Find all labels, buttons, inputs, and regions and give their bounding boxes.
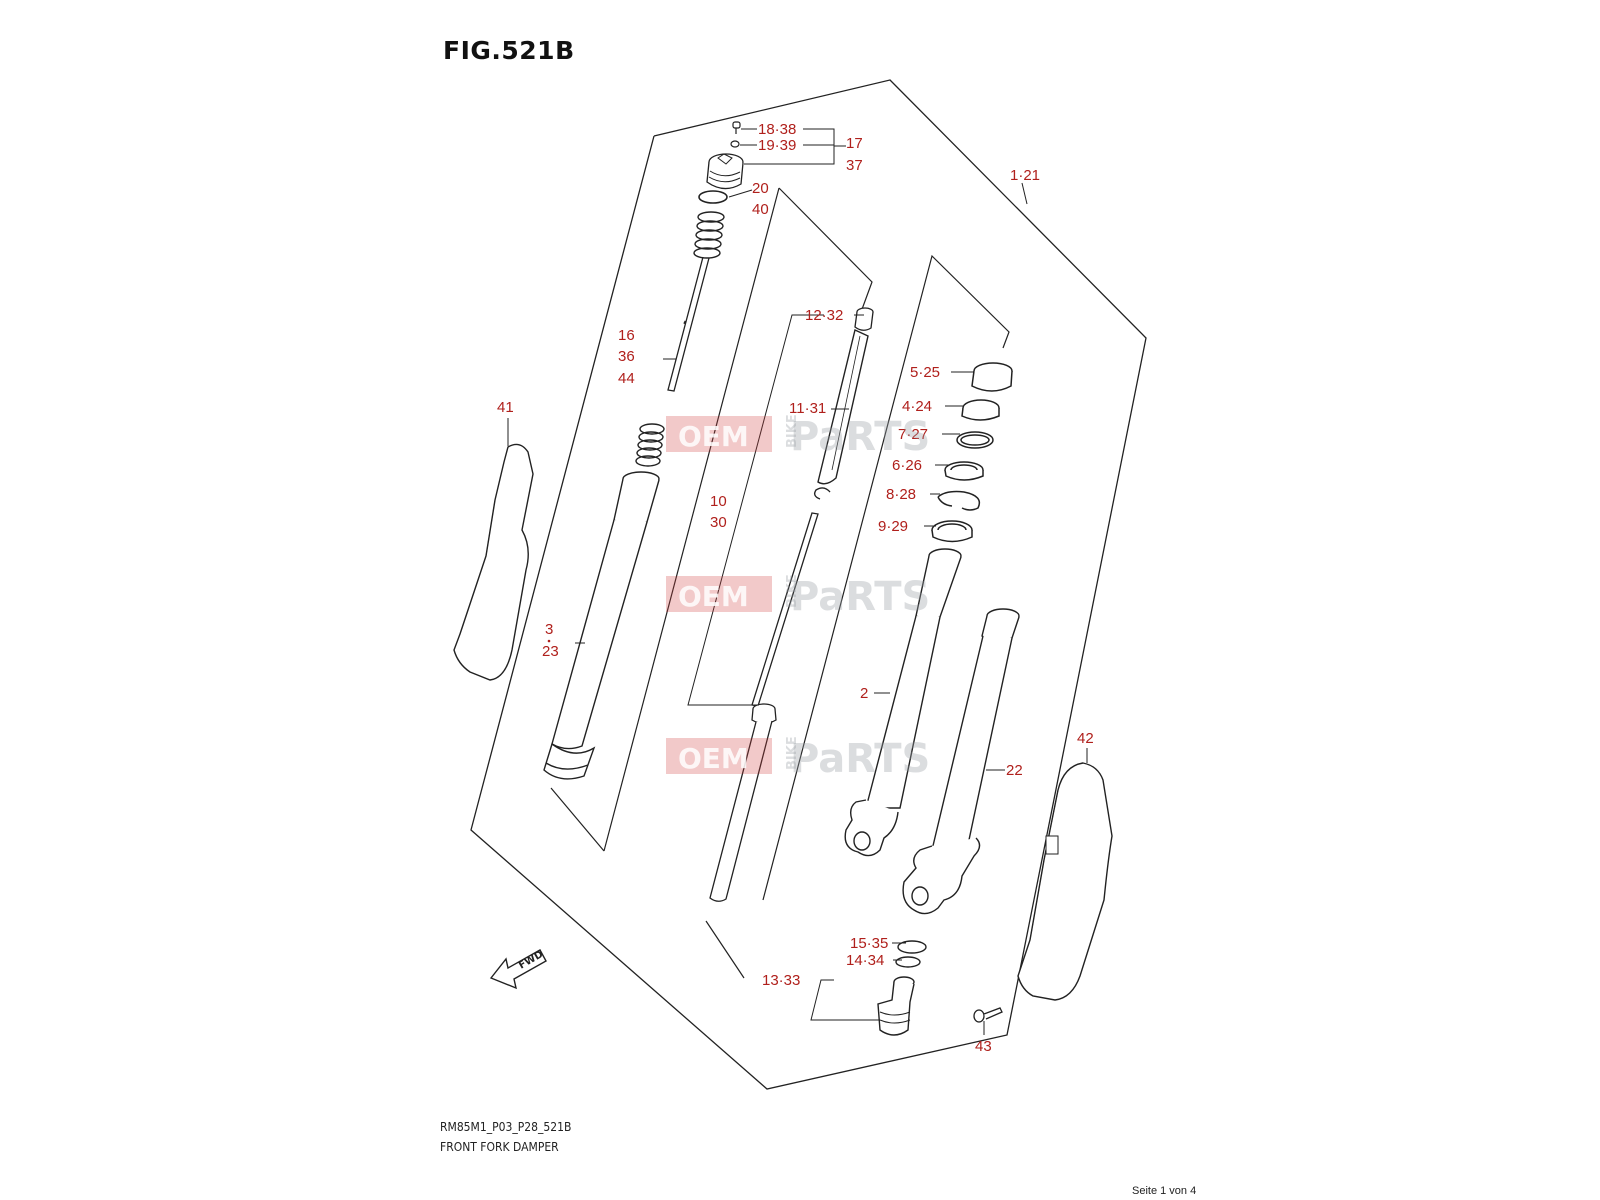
watermark-oem: OEM: [678, 742, 749, 775]
watermark-bike: BIKE: [785, 414, 800, 448]
watermark-bike: BIKE: [785, 574, 800, 608]
piston-rod-part: [709, 512, 819, 902]
callout-13-33: 13·33: [762, 972, 800, 989]
callout-30: 30: [710, 514, 727, 531]
outer-assembly-outline: [470, 79, 1147, 1090]
leader-lines: [507, 128, 1088, 1035]
guard-bolt-part: [973, 1007, 1003, 1023]
watermark-parts: PaRTS: [790, 574, 930, 620]
callout-14-34: 14·34: [846, 952, 884, 969]
damper-rod-part: [667, 256, 710, 392]
callout-11-31: 11·31: [789, 400, 826, 417]
outer-tube-outline: [762, 254, 1010, 901]
callout-5-25: 5·25: [910, 364, 940, 381]
bushing-part: [854, 307, 874, 331]
callout-7-27: 7·27: [898, 426, 928, 443]
figure-title: FIG.521B: [443, 36, 575, 65]
fork-guard-right-part: [1017, 762, 1113, 1001]
callout-15-35: 15·35: [850, 935, 888, 952]
callout-12-32: 12·32: [805, 307, 843, 324]
outer-tube-alt-part: [902, 608, 1020, 915]
callout-separator-dot: [547, 639, 551, 643]
rod-outline: [705, 920, 745, 979]
o-ring-part: [698, 190, 728, 204]
callout-9-29: 9·29: [878, 518, 908, 535]
fork-cap-part: [706, 153, 744, 190]
callout-19-39: 19·39: [758, 137, 796, 154]
callout-41: 41: [497, 399, 514, 416]
callout-37: 37: [846, 157, 863, 174]
watermark-parts: PaRTS: [790, 736, 930, 782]
base-valve-part: [877, 940, 927, 1036]
callout-18-38: 18·38: [758, 121, 796, 138]
damper-outline: [970, 1024, 1007, 1035]
outer-tube-part: [844, 548, 962, 857]
o-ring-small-part: [730, 140, 740, 148]
callout-labels: 18·38 19·39 17 37 20 40 1·21 12·32 16 36…: [497, 121, 1094, 1055]
callout-22: 22: [1006, 762, 1023, 779]
figure-code: RM85M1_P03_P28_521B: [440, 1120, 572, 1134]
fork-guard-left-part: [453, 443, 534, 681]
callout-17: 17: [846, 135, 863, 152]
callout-44: 44: [618, 370, 635, 387]
figure-name: FRONT FORK DAMPER: [440, 1140, 559, 1154]
callout-40: 40: [752, 201, 769, 218]
forward-arrow-icon: FWD: [489, 949, 547, 990]
inner-tube-outline-bottom: [550, 787, 605, 852]
cartridge-part: [817, 329, 869, 485]
callout-20: 20: [752, 180, 769, 197]
callout-43: 43: [975, 1038, 992, 1055]
callout-16: 16: [618, 327, 635, 344]
inner-tube-part: [543, 471, 660, 780]
bolt-part: [732, 121, 741, 134]
inner-tube-outline-left: [603, 187, 780, 852]
callout-3: 3: [545, 621, 553, 638]
snap-ring-part: [813, 487, 831, 500]
callout-23: 23: [542, 643, 559, 660]
watermark: OEM BIKE PaRTS OEM BIKE PaRTS OEM BIKE P…: [666, 414, 930, 782]
callout-36: 36: [618, 348, 635, 365]
page-indicator: Seite 1 von 4: [1132, 1185, 1197, 1197]
watermark-bike: BIKE: [785, 736, 800, 770]
callout-10: 10: [710, 493, 727, 510]
watermark-parts: PaRTS: [790, 414, 930, 460]
callout-42: 42: [1077, 730, 1094, 747]
callout-6-26: 6·26: [892, 457, 922, 474]
oil-seal-stack: [931, 362, 1013, 543]
top-spring-part: [693, 211, 725, 259]
callout-4-24: 4·24: [902, 398, 932, 415]
callout-8-28: 8·28: [886, 486, 916, 503]
inner-tube-outline: [778, 187, 873, 313]
watermark-oem: OEM: [678, 420, 749, 453]
callout-1-21: 1·21: [1010, 167, 1040, 184]
bottom-spring-part: [635, 423, 665, 467]
watermark-oem: OEM: [678, 580, 749, 613]
callout-2: 2: [860, 685, 868, 702]
